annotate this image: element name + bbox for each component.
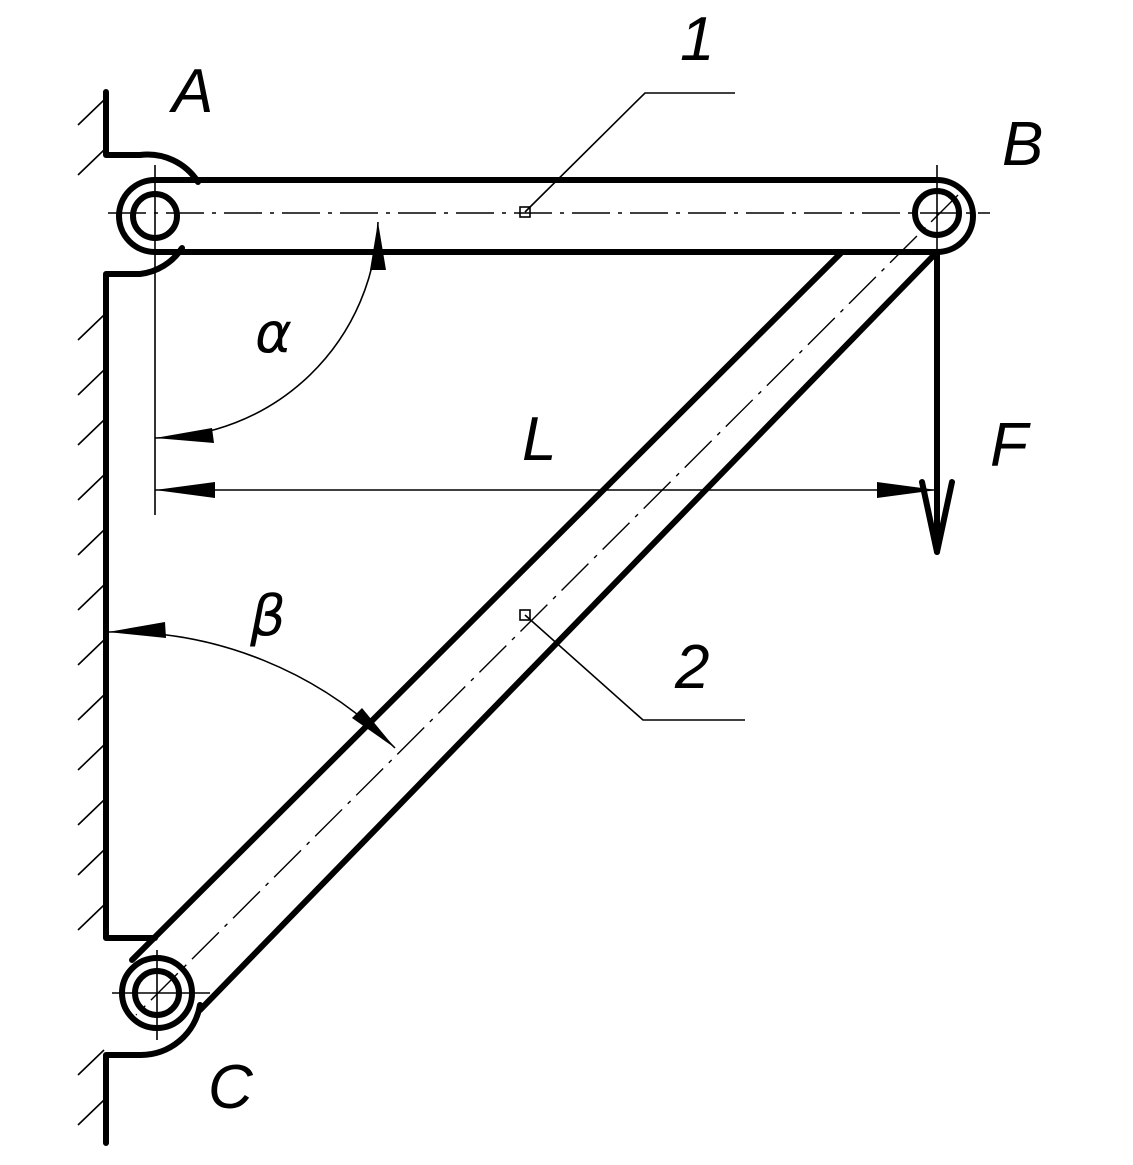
force-arrow: [919, 249, 955, 555]
member-1-bar: [108, 177, 990, 255]
hinge-b: [912, 165, 976, 265]
length-dimension: [155, 482, 937, 498]
leader-member-1: [519, 92, 735, 218]
label-member-2: 2: [674, 633, 709, 702]
leader-member-2: [519, 609, 745, 721]
label-point-b: B: [1002, 110, 1043, 179]
angle-beta-arc: [107, 622, 396, 749]
hinge-a: [116, 165, 180, 515]
angle-alpha-arc: [154, 221, 386, 443]
label-point-a: A: [168, 57, 213, 126]
wall-hatching: [77, 99, 105, 1126]
label-member-1: 1: [680, 5, 714, 74]
member-2-strut: [129, 194, 959, 1016]
label-angle-beta: β: [249, 584, 286, 649]
label-length: L: [522, 405, 556, 474]
label-point-c: C: [208, 1053, 254, 1122]
hinge-c: [112, 950, 210, 1040]
label-force: F: [990, 411, 1031, 480]
label-angle-alpha: α: [255, 301, 292, 366]
